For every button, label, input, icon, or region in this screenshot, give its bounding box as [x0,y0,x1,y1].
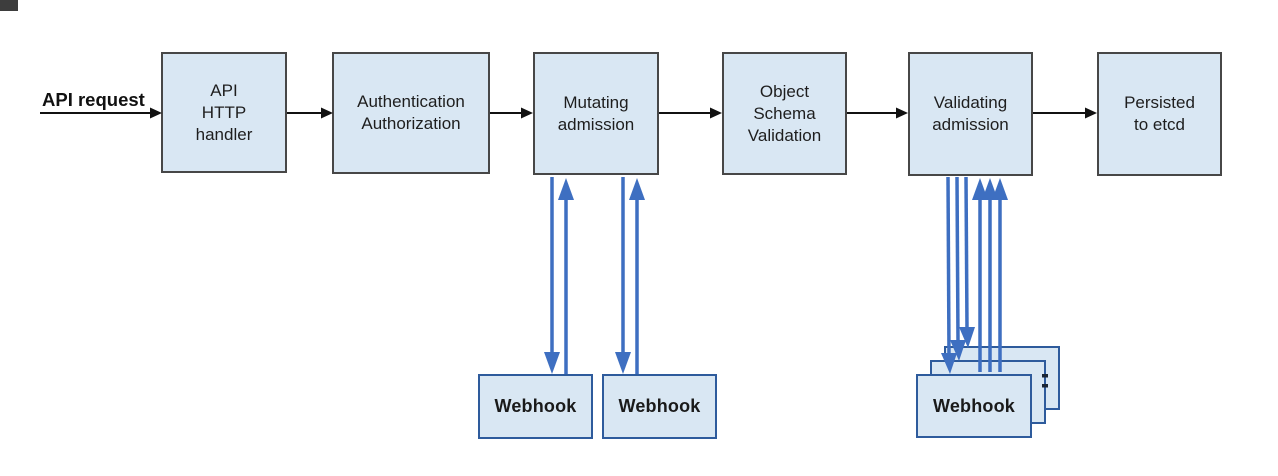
arrowhead [982,178,998,200]
arrowhead [521,107,533,119]
validating-webhook-box-front: Webhook [916,374,1032,438]
arrowhead [992,178,1008,200]
corner-artifact [0,0,18,11]
arrow-validating-down-2 [955,176,960,342]
webhook-label: Webhook [932,395,1016,416]
flow-box-label: Persisted to etcd [1124,93,1195,134]
arrowhead [959,327,975,348]
flow-box-persisted-to-etcd: Persisted to etcd [1097,52,1222,176]
mutating-webhook-box-2: Webhook [602,374,717,439]
arrowhead [629,178,645,200]
webhook-label: Webhook [494,396,577,416]
arrowhead [710,107,722,119]
arrowhead [615,352,631,374]
arrowhead [1085,107,1097,119]
flow-box-label: Object Schema Validation [747,81,822,145]
arrowhead [972,178,988,200]
flow-box-authentication-authorization: Authentication Authorization [332,52,490,174]
mutating-webhook-box-1: Webhook [478,374,593,439]
flow-box-object-schema-validation: Object Schema Validation [722,52,847,175]
mutating-webhook-arrows [544,177,645,374]
flow-box-label: Validating admission [932,93,1009,134]
webhook-label: Webhook [618,396,701,416]
arrowhead [896,107,908,119]
api-request-label: API request [42,89,145,110]
arrow-validating-down-3 [964,176,969,329]
flow-box-api-http-handler: API HTTP handler [161,52,287,173]
arrowhead [558,178,574,200]
flow-box-label: Mutating admission [557,92,635,134]
validating-webhook-arrows [941,176,1008,374]
arrow-validating-down-1 [946,176,951,355]
flow-box-validating-admission: Validating admission [908,52,1033,176]
arrowhead [544,352,560,374]
flow-box-label: API HTTP handler [195,80,253,144]
flow-box-label: Authentication Authorization [357,92,465,133]
flow-box-mutating-admission: Mutating admission [533,52,659,175]
